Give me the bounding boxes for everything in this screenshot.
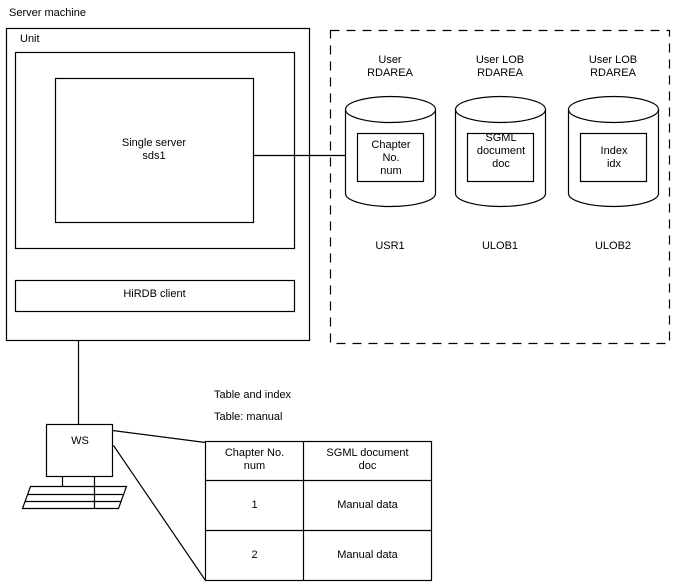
table-cell-row2-col2: Manual data <box>337 549 398 561</box>
table-and-index-caption: Table and index <box>214 389 292 401</box>
table-header-cell-chapter-no: Chapter No. num <box>224 447 285 472</box>
rdarea-kind-label-ulob1: User LOB RDAREA <box>475 54 525 79</box>
table-name-label: Table: manual <box>214 411 283 423</box>
rdarea-content-label-ulob2: Index idx <box>600 145 628 170</box>
workstation-label: WS <box>71 435 89 447</box>
ws-to-table-callout-bottom <box>113 445 206 581</box>
ws-to-table-callout-top <box>112 429 206 444</box>
server-machine-label: Server machine <box>9 7 87 19</box>
rdarea-kind-label-usr1: User RDAREA <box>367 54 413 79</box>
rdarea-kind-label-ulob2: User LOB RDAREA <box>588 54 638 79</box>
rdarea-content-label-usr1: Chapter No. num <box>371 139 411 177</box>
single-server-label: Single server sds1 <box>121 137 187 162</box>
unit-label: Unit <box>20 33 40 45</box>
rdarea-name-ulob1: ULOB1 <box>481 240 519 252</box>
table-cell-row2-col1: 2 <box>251 549 258 561</box>
rdarea-content-label-ulob1: SGML document doc <box>476 132 526 170</box>
rdarea-name-usr1: USR1 <box>375 240 405 252</box>
hirdb-client-label: HiRDB client <box>123 288 186 300</box>
table-cell-row1-col1: 1 <box>251 499 258 511</box>
table-cell-row1-col2: Manual data <box>337 499 398 511</box>
rdarea-name-ulob2: ULOB2 <box>594 240 632 252</box>
table-header-cell-sgml-document: SGML document doc <box>326 447 409 472</box>
